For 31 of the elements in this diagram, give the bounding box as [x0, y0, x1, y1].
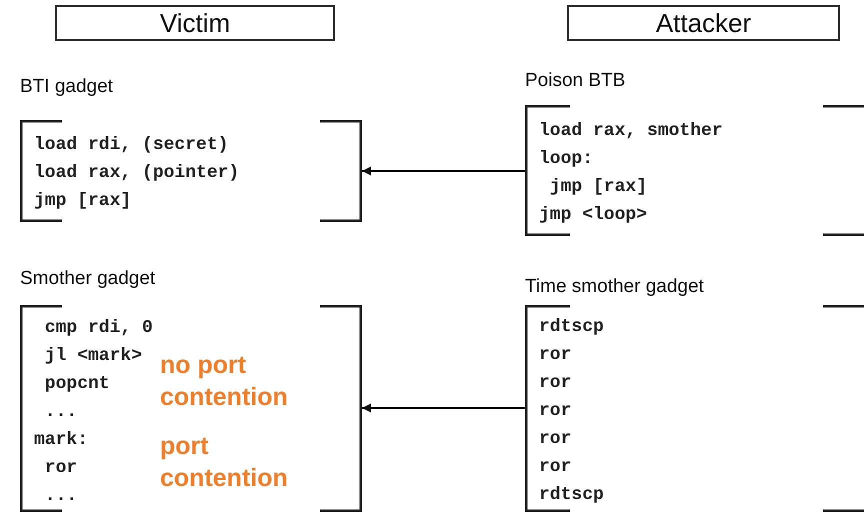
code-line: cmp rdi, 0 — [44, 317, 153, 340]
code-line: jmp [rax] — [34, 190, 132, 213]
gadget-heading: BTI gadget — [20, 76, 113, 98]
code-line: mark: — [34, 429, 88, 452]
code-line: jmp <loop> — [539, 204, 648, 227]
code-line: ror — [539, 400, 572, 423]
code-line: load rdi, (secret) — [34, 134, 228, 157]
code-line: popcnt — [44, 373, 110, 396]
code-line: load rax, smother — [539, 120, 723, 143]
code-line: rdtscp — [539, 316, 604, 339]
code-line: jl <mark> — [44, 345, 142, 368]
code-line: ... — [44, 401, 78, 424]
code-line: ror — [539, 344, 572, 367]
gadget-heading: Time smother gadget — [525, 276, 704, 298]
code-line: load rax, (pointer) — [34, 162, 240, 185]
code-line: rdtscp — [539, 484, 604, 507]
code-line: ror — [539, 428, 572, 451]
code-line: ... — [44, 485, 78, 508]
annotation-text: port contention — [160, 431, 289, 494]
annotation-text: no port contention — [160, 350, 289, 413]
code-line: jmp [rax] — [550, 176, 648, 199]
arrow — [362, 166, 525, 176]
column-header: Victim — [55, 5, 335, 41]
code-line: ror — [539, 372, 572, 395]
column-header: Attacker — [567, 5, 840, 41]
code-line: ror — [44, 457, 78, 480]
code-line: ror — [539, 456, 572, 479]
gadget-heading: Poison BTB — [525, 70, 626, 92]
gadget-heading: Smother gadget — [20, 268, 156, 290]
code-line: loop: — [539, 148, 594, 171]
arrow — [362, 404, 525, 412]
